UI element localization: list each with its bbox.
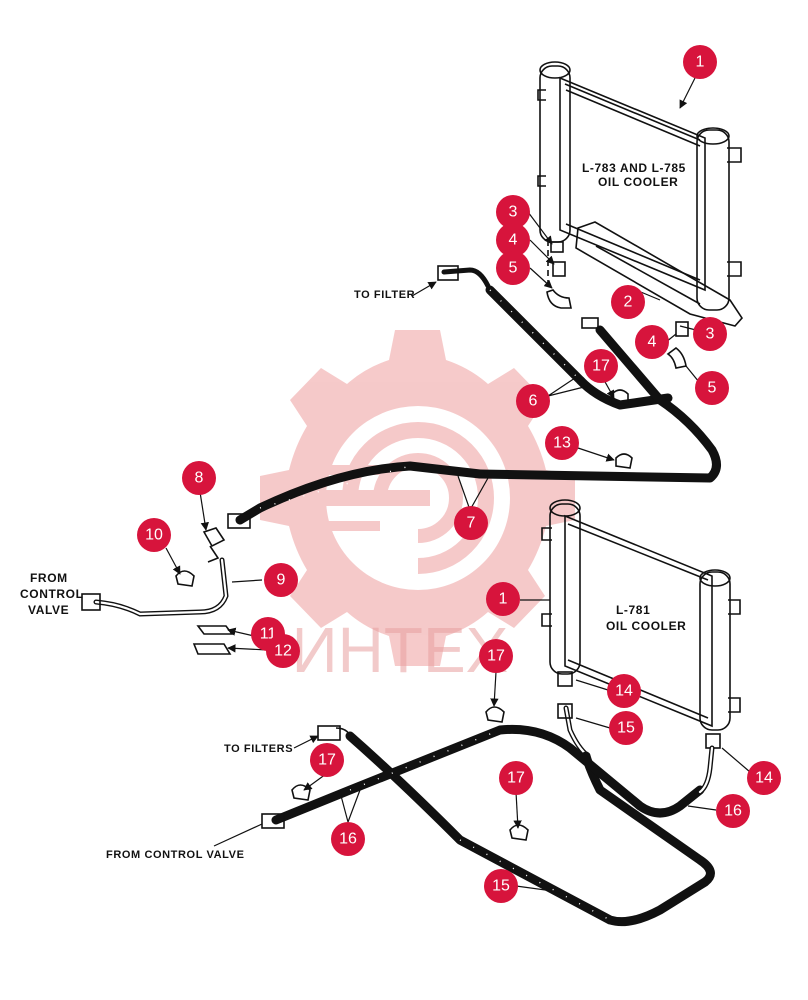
svg-text:1: 1: [499, 591, 508, 608]
clamp-17-lower-3: [509, 824, 529, 841]
from-control-valve-left-2: CONTROL: [20, 587, 84, 601]
callout-5-left: 5: [496, 251, 530, 285]
callout-leaders: [165, 73, 751, 893]
callouts: 1 2 3 4 5 3 4 5 6 17 13 8 7 10 9 11 12 1…: [137, 45, 781, 903]
left-assembly: [81, 527, 234, 655]
callout-1-lower: 1: [486, 582, 520, 616]
svg-text:16: 16: [339, 831, 357, 848]
to-filter-label: TO FILTER: [354, 289, 415, 301]
callout-3-left: 3: [496, 195, 530, 229]
lower-hoses: [261, 703, 715, 927]
upper-hoses: [227, 265, 721, 529]
lower-cooler-label-line2: OIL COOLER: [606, 619, 686, 633]
svg-text:3: 3: [509, 204, 518, 221]
svg-text:4: 4: [648, 334, 657, 351]
svg-text:12: 12: [274, 643, 292, 660]
upper-fittings-right: [581, 317, 689, 369]
svg-text:1: 1: [696, 54, 705, 71]
svg-text:9: 9: [277, 572, 286, 589]
callout-9: 9: [264, 563, 298, 597]
from-control-valve-left-1: FROM: [30, 571, 68, 585]
callout-17-lower-3: 17: [499, 761, 533, 795]
callout-17-lower-2: 17: [310, 743, 344, 777]
svg-text:3: 3: [706, 326, 715, 343]
svg-text:17: 17: [487, 648, 505, 665]
watermark-text: ИНТЕХ: [292, 614, 509, 686]
callout-7: 7: [454, 506, 488, 540]
svg-text:15: 15: [617, 720, 635, 737]
clamp-17-lower-1: [485, 706, 505, 723]
svg-text:10: 10: [145, 527, 163, 544]
callout-1-upper: 1: [683, 45, 717, 79]
callout-4-right: 4: [635, 325, 669, 359]
svg-text:17: 17: [592, 358, 610, 375]
svg-text:17: 17: [507, 770, 525, 787]
callout-4-left: 4: [496, 223, 530, 257]
callout-5-right: 5: [695, 371, 729, 405]
callout-15-lower: 15: [484, 869, 518, 903]
upper-cooler-label-line1: L-783 AND L-785: [582, 161, 686, 175]
callout-10: 10: [137, 518, 171, 552]
svg-text:16: 16: [724, 803, 742, 820]
upper-cooler-label-line2: OIL COOLER: [598, 175, 678, 189]
callout-17-lower-1: 17: [479, 639, 513, 673]
from-control-valve-left-3: VALVE: [28, 603, 69, 617]
svg-text:17: 17: [318, 752, 336, 769]
callout-14-left: 14: [607, 674, 641, 708]
upper-fittings-left: [546, 241, 572, 309]
svg-text:6: 6: [529, 393, 538, 410]
svg-text:7: 7: [467, 515, 476, 532]
callout-13: 13: [545, 426, 579, 460]
svg-text:5: 5: [509, 260, 518, 277]
svg-text:13: 13: [553, 435, 571, 452]
lower-cooler-label-line1: L-781: [616, 603, 650, 617]
svg-text:14: 14: [615, 683, 633, 700]
callout-16-right: 16: [716, 794, 750, 828]
callout-12: 12: [266, 634, 300, 668]
callout-16-left: 16: [331, 822, 365, 856]
callout-6: 6: [516, 384, 550, 418]
callout-3-right: 3: [693, 317, 727, 351]
to-filters-label: TO FILTERS: [224, 743, 293, 755]
lower-oil-cooler: [541, 499, 741, 749]
svg-text:5: 5: [708, 380, 717, 397]
callout-17-upper: 17: [584, 349, 618, 383]
svg-text:4: 4: [509, 232, 518, 249]
svg-text:8: 8: [195, 470, 204, 487]
from-control-valve-bottom-label: FROM CONTROL VALVE: [106, 849, 245, 861]
watermark-logo: [260, 330, 575, 666]
callout-2: 2: [611, 285, 645, 319]
upper-oil-cooler: [537, 61, 744, 327]
callout-8: 8: [182, 461, 216, 495]
callout-14-right: 14: [747, 761, 781, 795]
svg-text:2: 2: [624, 294, 633, 311]
clamp-13: [615, 453, 633, 469]
svg-text:15: 15: [492, 878, 510, 895]
svg-text:14: 14: [755, 770, 773, 787]
callout-15-upper: 15: [609, 711, 643, 745]
